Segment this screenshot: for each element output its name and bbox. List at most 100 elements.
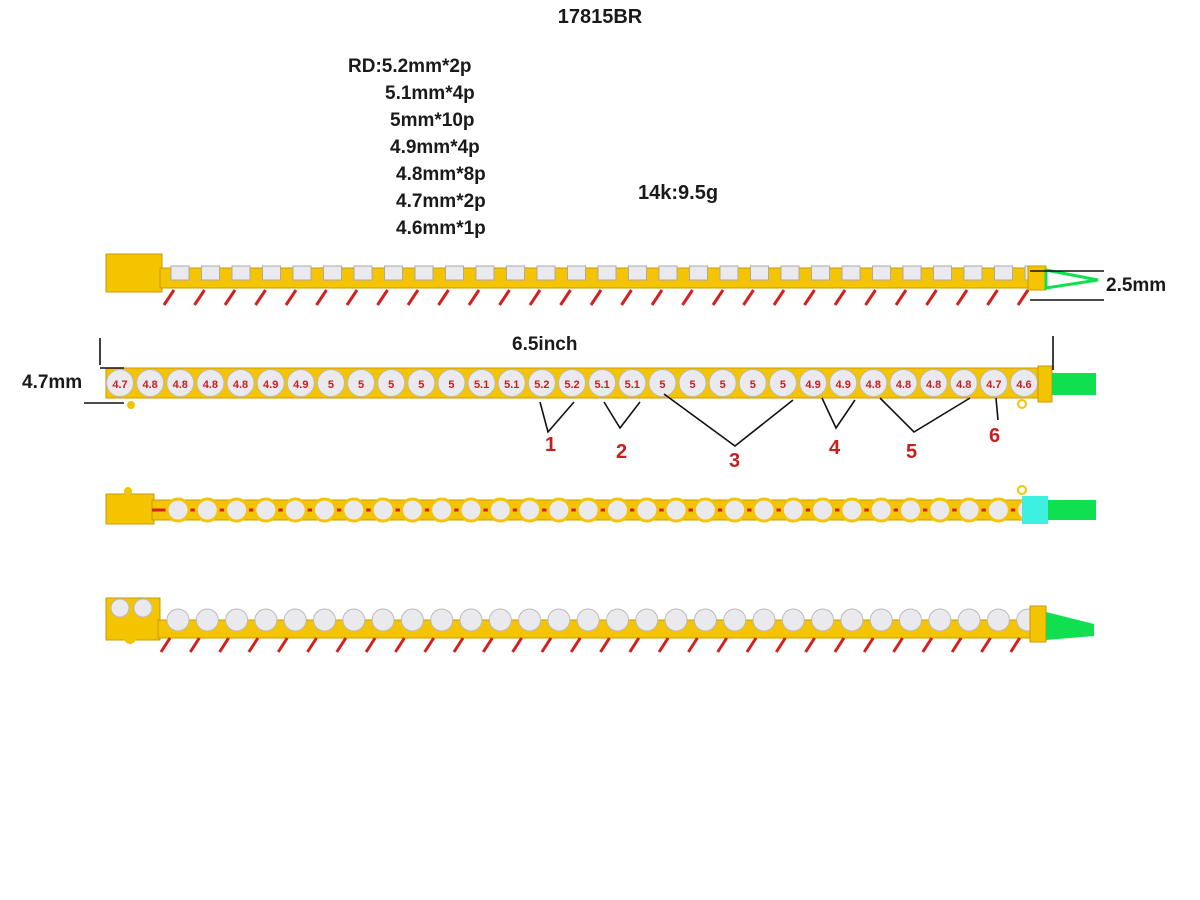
- angled-stone: [371, 608, 395, 632]
- angled-stone: [723, 608, 747, 632]
- side-prong: [925, 289, 938, 306]
- stone-size-label: 4.7: [986, 379, 1001, 391]
- side-prong: [955, 289, 969, 306]
- top-stone: [799, 369, 828, 397]
- side-stone: [231, 265, 251, 281]
- spec-line-4: 4.9mm*4p: [390, 137, 480, 158]
- bottom-clasp-cyan: [1022, 496, 1048, 524]
- bottom-stone: [634, 497, 660, 523]
- bottom-stone: [927, 497, 953, 523]
- side-prong: [742, 289, 755, 306]
- group-label-3: 3: [729, 450, 741, 472]
- bottom-stone: [312, 497, 337, 523]
- bottom-ring: [1017, 485, 1027, 495]
- gold-weight: 14k:9.5g: [638, 182, 719, 204]
- side-stone: [994, 265, 1013, 281]
- side-prong: [894, 289, 908, 306]
- angled-stone: [195, 608, 219, 632]
- stone-size-label: 5: [358, 379, 364, 391]
- angled-stone: [430, 608, 454, 632]
- angled-prong: [247, 637, 260, 653]
- side-stone: [353, 265, 373, 281]
- top-stone: [768, 369, 797, 397]
- angled-prong: [716, 637, 728, 653]
- side-prong: [620, 289, 633, 306]
- clasp-tongue-top: [1052, 373, 1096, 395]
- spec-line-5: 4.8mm*8p: [396, 164, 486, 185]
- product-code: 17815BR: [557, 6, 643, 28]
- angled-stone: [928, 608, 952, 632]
- angled-prong: [540, 637, 553, 653]
- stone-size-label: 5: [780, 379, 786, 391]
- bottom-stone: [575, 497, 601, 523]
- bottom-stone: [165, 497, 191, 523]
- side-prong: [650, 289, 664, 306]
- bottom-stone: [868, 497, 894, 523]
- angled-prong: [218, 637, 230, 653]
- side-prong: [193, 289, 206, 306]
- angled-stone: [254, 608, 278, 632]
- group-label-1: 1: [545, 434, 557, 456]
- angled-stone: [342, 608, 366, 632]
- side-prong: [559, 289, 572, 306]
- stone-size-label: 5: [328, 379, 334, 391]
- stone-size-label: 4.9: [805, 379, 820, 391]
- length-dimension: 6.5inch: [512, 334, 578, 355]
- side-stone: [445, 265, 464, 281]
- top-stone: [527, 369, 556, 397]
- angled-prong: [452, 637, 465, 653]
- side-stone: [689, 265, 708, 281]
- angled-prong: [569, 637, 582, 653]
- top-stone: [316, 369, 345, 397]
- bottom-stone: [487, 497, 513, 523]
- side-stone: [902, 265, 922, 281]
- top-stone: [859, 369, 888, 397]
- angled-stone: [576, 608, 600, 632]
- spec-line-3: 5mm*10p: [390, 110, 475, 131]
- top-stone: [467, 369, 496, 397]
- angled-prong: [276, 637, 289, 653]
- stone-size-label: 5.1: [594, 379, 609, 391]
- bottom-stone: [429, 497, 455, 523]
- top-stone: [196, 369, 225, 397]
- angled-clasp-stone-1: [110, 598, 130, 618]
- stone-size-label: 5: [720, 379, 726, 391]
- angled-view-bracelet: [105, 597, 1094, 653]
- side-stone: [841, 265, 861, 281]
- side-stone: [658, 265, 678, 281]
- side-prong: [284, 289, 298, 306]
- side-prong: [376, 289, 389, 306]
- stone-size-label: 5.2: [534, 379, 549, 391]
- dimension-lines: [84, 270, 1104, 448]
- angled-prong: [364, 637, 377, 653]
- callout-group-1: [539, 401, 575, 434]
- bottom-stone: [751, 497, 777, 523]
- bottom-view-bracelet: [105, 485, 1096, 525]
- angled-prong: [394, 637, 406, 653]
- stone-size-label: 4.8: [896, 379, 911, 391]
- angled-prong: [775, 637, 787, 653]
- angled-clasp-right: [1029, 605, 1047, 643]
- top-stone: [347, 369, 376, 397]
- clasp-ring-right: [1017, 399, 1027, 409]
- stone-size-label: 4.8: [173, 379, 188, 391]
- side-prong: [498, 289, 511, 306]
- top-stone: [106, 369, 134, 397]
- stone-size-label: 4.8: [203, 379, 218, 391]
- angled-stone: [957, 608, 981, 632]
- side-stone: [628, 265, 647, 281]
- side-prong: [681, 289, 694, 306]
- clasp-tongue-side: [1044, 268, 1099, 290]
- side-stone: [719, 265, 739, 281]
- stone-size-label: 5: [418, 379, 424, 391]
- group-label-5: 5: [906, 441, 918, 463]
- angled-prong: [1009, 637, 1021, 653]
- angled-clasp-stone-2: [133, 598, 153, 618]
- angled-stone: [313, 608, 336, 632]
- top-stone: [648, 369, 677, 397]
- stone-size-label: 4.8: [926, 379, 941, 391]
- clasp-side-right: [1027, 265, 1047, 291]
- top-stone: [708, 369, 737, 397]
- side-stone: [963, 265, 983, 281]
